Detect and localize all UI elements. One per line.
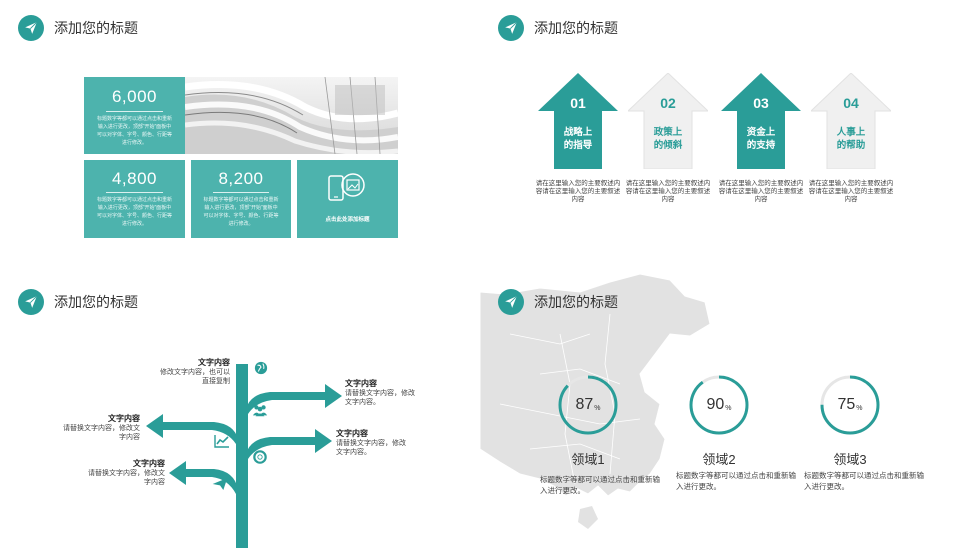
progress-ring-3: 75% [819,374,881,436]
globe-icon [253,360,269,376]
number-tile-2: 4,800 标题数字等都可以通过点击和重新输入进行更改，顶部“开始”面板中可以对… [84,160,185,238]
section-header: 添加您的标题 [18,288,138,316]
people-icon [252,402,268,418]
phone-image-icon [328,173,365,201]
tile-number: 4,800 [111,169,158,188]
arrow-label: 人事上的帮助 [836,127,866,151]
arrow-label: 战略上的指导 [563,127,593,151]
paper-plane-icon [498,289,524,315]
tile-description: 标题数字等都可以通过点击和重新输入进行更改，顶部“开始”面板中可以对字体、字号、… [96,197,172,227]
arrow-number: 01 [570,95,586,111]
signpost-text-right-2: 文字内容请替换文字内容，修改文字内容。 [336,429,406,456]
paper-plane-icon [18,289,44,315]
paper-plane-icon [498,15,524,41]
number-tile-3: 8,200 标题数字等都可以通过点击和重新输入进行更改，顶部“开始”面板中可以对… [191,160,291,238]
area-name: 领域3 [833,452,867,467]
arrow-number: 02 [660,95,676,111]
section-title: 添加您的标题 [54,20,138,36]
building-photo [185,77,398,154]
section-title: 添加您的标题 [54,294,138,310]
arrow-number: 04 [843,95,859,111]
arrow-label: 资金上的支持 [746,127,776,151]
number-tile-1: 6,000 标题数字等都可以通过点击和重新输入进行更改，顶部“开始”面板中可以对… [84,77,185,154]
arrow-description: 请在这里输入您的主要叙述内容请在这里输入您的主要叙述内容 [535,180,621,203]
section-up-arrows: 添加您的标题 01 战略上的指导 02 政策上的倾斜 03 资金上的支持 [480,0,960,274]
section-number-tiles: 添加您的标题 6,000 标题数字等都可以通过点击和重新输入进行更改，顶部“开始… [0,0,480,274]
signpost-text-left-2: 文字内容请替换文字内容，修改文字内容 [88,459,165,486]
arrow-label: 政策上的倾斜 [653,127,683,151]
image-caption-tile[interactable]: 点击此处添加标题 [297,160,398,238]
tile-description: 标题数字等都可以通过点击和重新输入进行更改，顶部“开始”面板中可以对字体、字号、… [96,116,172,146]
china-map [480,274,711,529]
section-signpost: 添加您的标题 文字内容修改文字内容，也可以直接复制 文字内容请替换文字内容，修改… [0,274,480,548]
section-header: 添加您的标题 [498,288,618,316]
section-header: 添加您的标题 [18,14,138,42]
signpost-text-top: 文字内容修改文字内容，也可以直接复制 [160,358,230,385]
paper-plane-icon [18,15,44,41]
tile-caption: 点击此处添加标题 [325,217,370,223]
tile-number: 8,200 [218,169,264,188]
arrow-description: 请在这里输入您的主要叙述内容请在这里输入您的主要叙述内容 [625,180,711,203]
arrow-item-3: 03 资金上的支持 [721,73,801,169]
arrow-description: 请在这里输入您的主要叙述内容请在这里输入您的主要叙述内容 [808,180,894,203]
tile-number: 6,000 [111,87,158,106]
ring-value: 90 [706,396,725,413]
ring-value: 75 [837,396,856,413]
arrow-item-1: 01 战略上的指导 [538,73,618,169]
signpost-graphic [146,364,342,548]
paper-plane-icon [212,476,228,492]
lifebuoy-icon [252,449,268,465]
area-description: 标题数字等都可以通过点击和重新输入进行更改。 [540,475,660,495]
section-title: 添加您的标题 [534,294,618,310]
signpost-text-left-1: 文字内容请替换文字内容，修改文字内容 [63,414,140,441]
section-header: 添加您的标题 [498,14,618,42]
section-map-rings: 添加您的标题 87% 90% 75% 领域1 领域2 领域3 标题数字等都可以通… [480,274,960,548]
progress-ring-2: 90% [688,374,750,436]
area-name: 领域2 [702,452,736,467]
arrow-item-2: 02 政策上的倾斜 [628,73,708,169]
signpost-text-right-1: 文字内容请替换文字内容，修改文字内容。 [345,379,415,406]
area-name: 领域1 [571,452,605,467]
progress-ring-1: 87% [557,374,619,436]
arrow-description: 请在这里输入您的主要叙述内容请在这里输入您的主要叙述内容 [718,180,804,203]
chart-icon [214,433,230,449]
area-description: 标题数字等都可以通过点击和重新输入进行更改。 [804,471,924,491]
arrow-number: 03 [753,95,769,111]
area-description: 标题数字等都可以通过点击和重新输入进行更改。 [676,471,796,491]
tile-description: 标题数字等都可以通过点击和重新输入进行更改，顶部“开始”面板中可以对字体、字号、… [203,197,279,227]
arrow-item-4: 04 人事上的帮助 [811,73,891,169]
ring-value: 87 [575,396,594,413]
section-title: 添加您的标题 [534,20,618,36]
